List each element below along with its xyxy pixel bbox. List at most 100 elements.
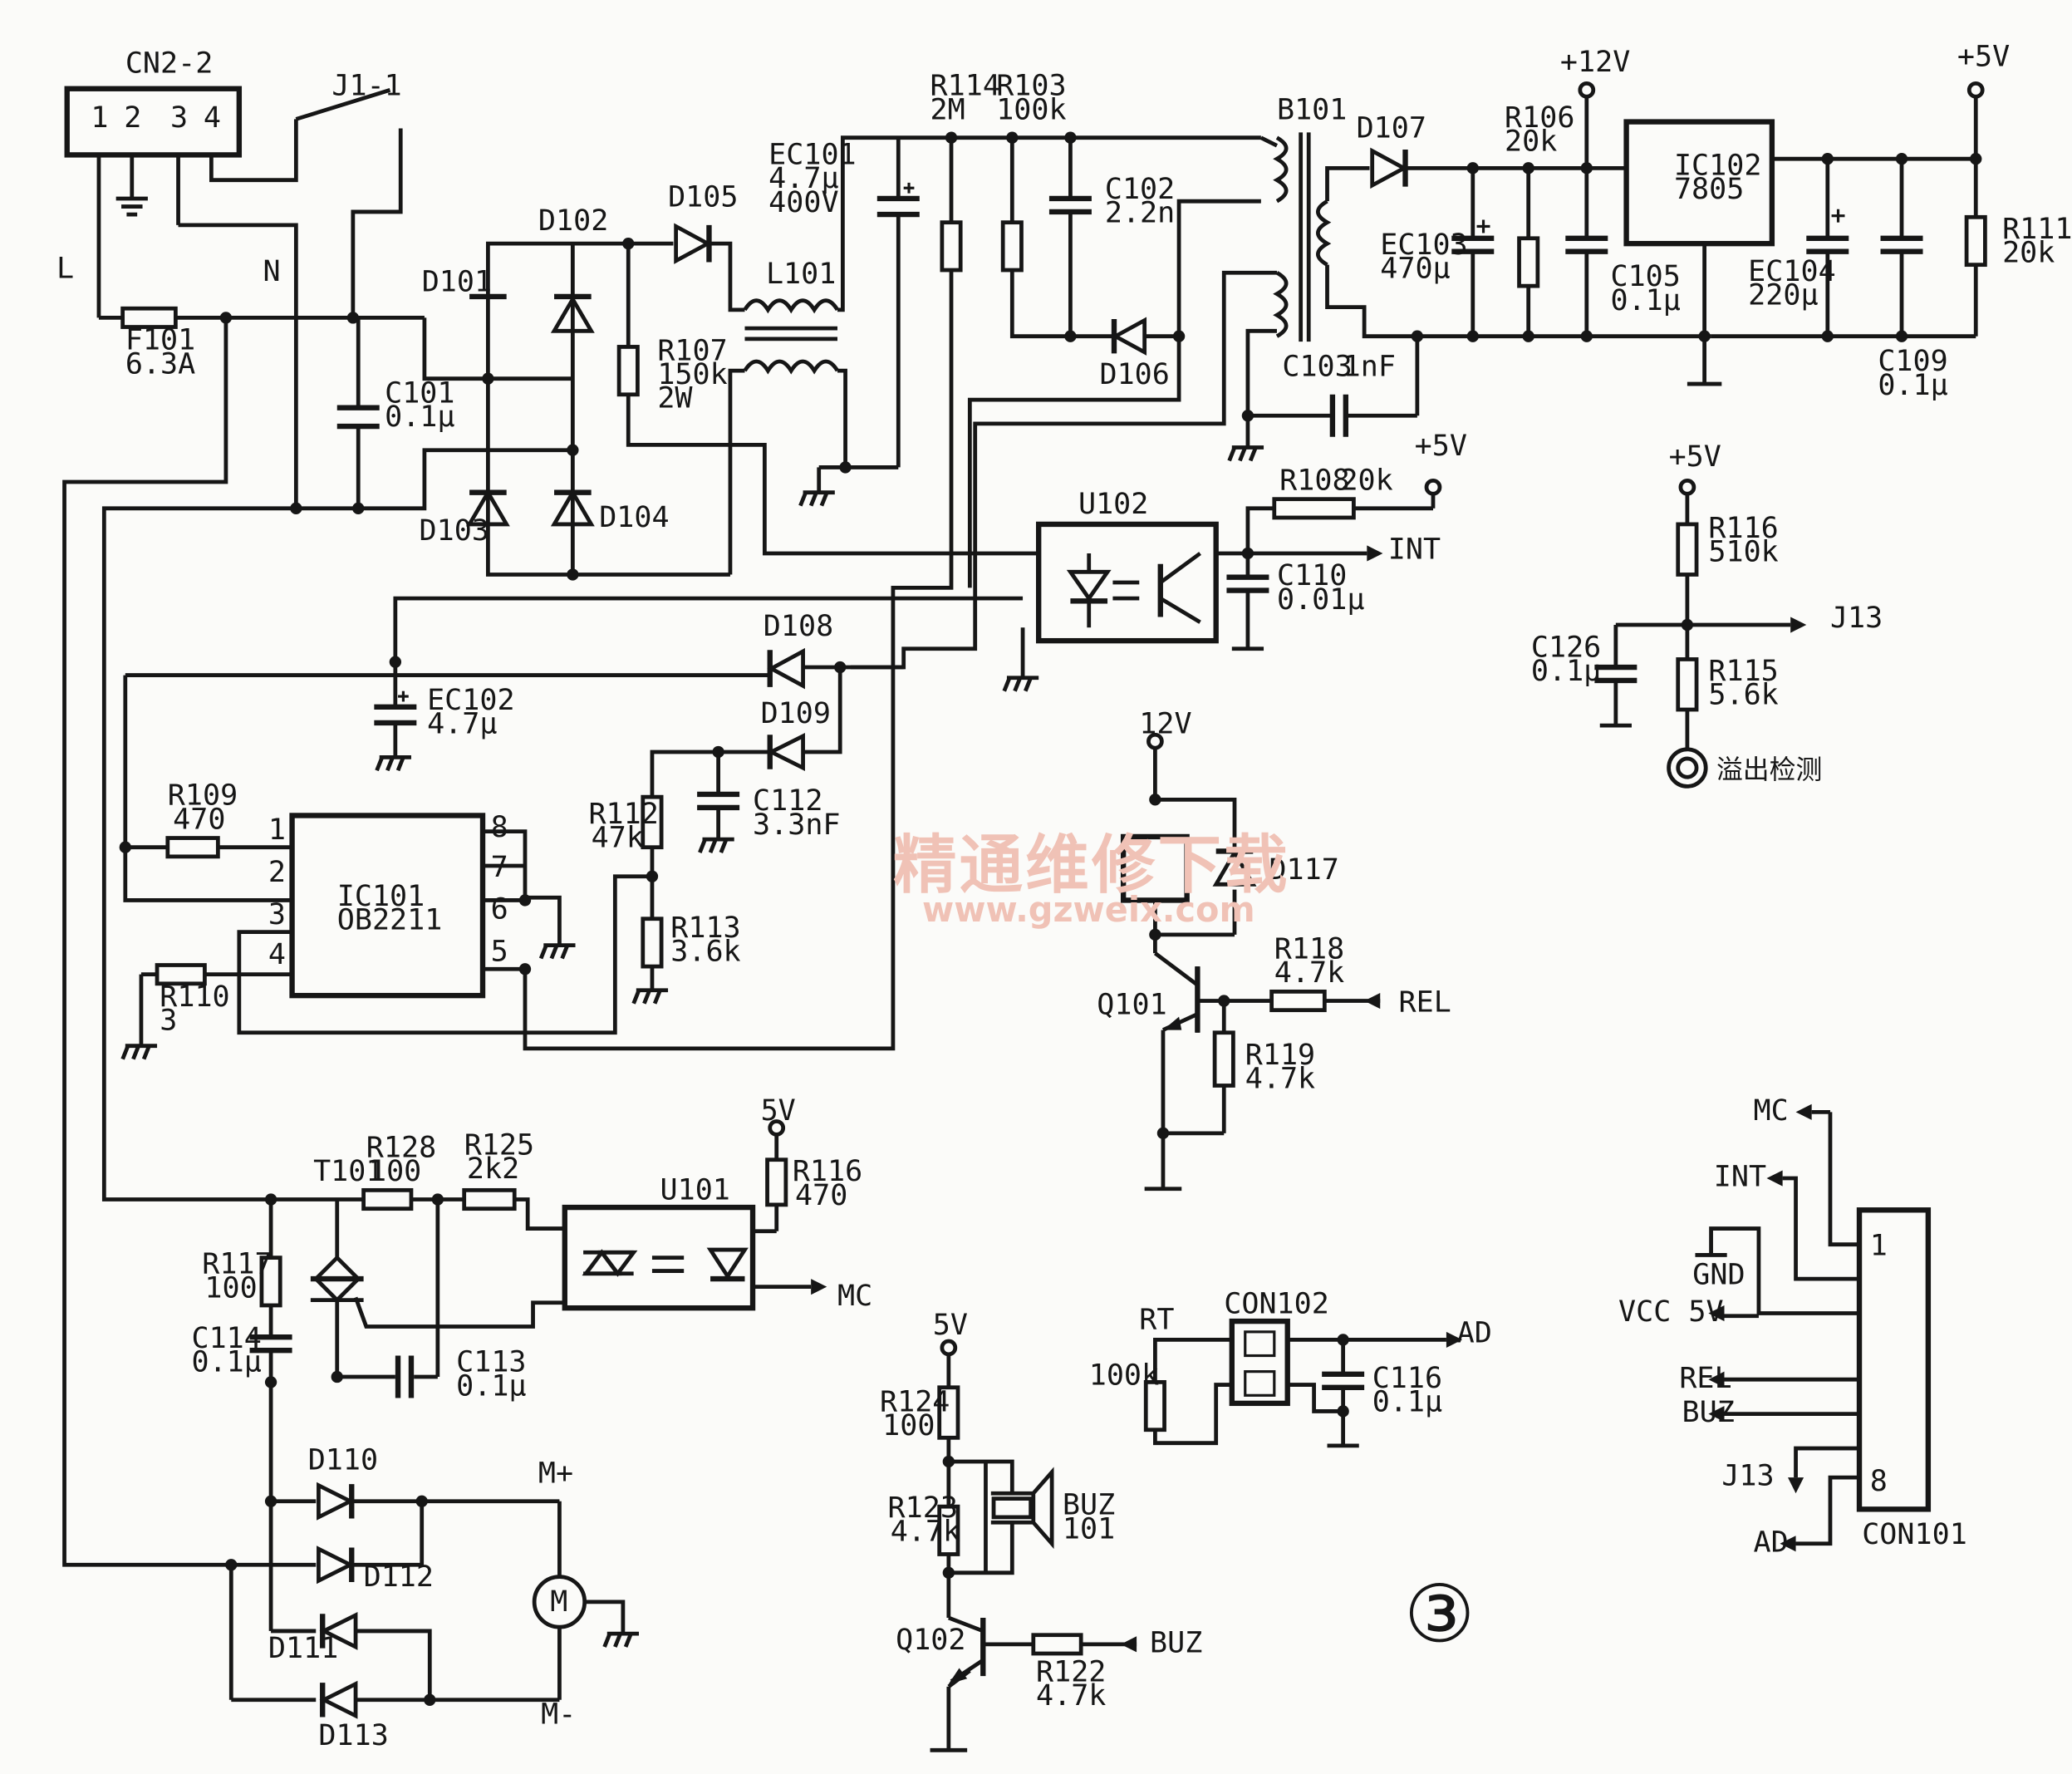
r111-label: R111 bbox=[2002, 212, 2072, 246]
m-minus-label: M- bbox=[541, 1697, 576, 1731]
overflow-sensor-terminal bbox=[1667, 747, 1708, 789]
r118-label: R118 bbox=[1274, 932, 1344, 966]
r115-label: R115 bbox=[1708, 654, 1778, 688]
r122-label: R122 bbox=[1036, 1654, 1106, 1688]
r116-bottom-resistor bbox=[765, 1157, 788, 1207]
c102-label: C102 bbox=[1105, 172, 1175, 206]
q102-label: Q102 bbox=[896, 1623, 965, 1657]
c112-capacitor bbox=[697, 791, 740, 811]
d109-diode bbox=[766, 732, 805, 771]
m-plus-label: M+ bbox=[538, 1456, 573, 1490]
r107-value: 150k bbox=[657, 357, 727, 391]
u102-optocoupler bbox=[1036, 521, 1219, 644]
buz-input-label: BUZ bbox=[1150, 1625, 1202, 1659]
rel-input-label: REL bbox=[1399, 985, 1451, 1019]
con102-label: CON102 bbox=[1224, 1287, 1329, 1321]
c103-value: 1nF bbox=[1343, 349, 1396, 383]
ground-symbols bbox=[115, 196, 1727, 1752]
c114-value: 0.1μ bbox=[191, 1345, 261, 1379]
buz101-buzzer bbox=[990, 1467, 1054, 1550]
c109-capacitor bbox=[1880, 235, 1923, 254]
r115-value: 5.6k bbox=[1708, 678, 1778, 712]
r118-resistor bbox=[1269, 989, 1327, 1013]
c114-capacitor bbox=[249, 1334, 292, 1354]
c126-capacitor bbox=[1594, 664, 1637, 684]
r106-label: R106 bbox=[1505, 101, 1574, 135]
plus5v-r108-label: +5V bbox=[1415, 429, 1467, 463]
cn2-2-connector bbox=[64, 86, 243, 158]
ic101-pin1: 1 bbox=[268, 813, 286, 847]
d105-label: D105 bbox=[668, 180, 738, 214]
c105-label: C105 bbox=[1610, 259, 1680, 293]
d110-diode bbox=[317, 1482, 356, 1521]
con101-buz-label: BUZ bbox=[1682, 1395, 1735, 1429]
r118-value: 4.7k bbox=[1274, 956, 1344, 990]
r128-label: R128 bbox=[366, 1131, 436, 1165]
l101-choke bbox=[743, 298, 840, 375]
ec103-label: EC103 bbox=[1380, 228, 1468, 262]
con101-mc-label: MC bbox=[1754, 1093, 1789, 1128]
motor-label: M bbox=[550, 1585, 567, 1619]
con101-vcc-label: VCC 5V bbox=[1618, 1295, 1724, 1329]
c103-label: C103 bbox=[1282, 349, 1352, 383]
plus12v-label: +12V bbox=[1560, 45, 1630, 79]
d111-label: D111 bbox=[268, 1631, 338, 1665]
f101-label: F101 bbox=[125, 323, 195, 357]
r119-label: R119 bbox=[1245, 1038, 1315, 1072]
rt-value: 100k bbox=[1089, 1359, 1159, 1393]
t101-label: T101 bbox=[313, 1154, 383, 1188]
d110-label: D110 bbox=[308, 1443, 378, 1477]
plus5v-r116-label: +5V bbox=[1669, 440, 1721, 474]
ic101-pin6: 6 bbox=[491, 892, 508, 926]
rt-thermistor bbox=[1143, 1379, 1166, 1432]
ec103-value: 470μ bbox=[1380, 252, 1450, 286]
motor-symbol bbox=[532, 1575, 587, 1629]
u101-label: U101 bbox=[660, 1173, 730, 1207]
con101-int-label: INT bbox=[1714, 1160, 1766, 1194]
c113-label: C113 bbox=[456, 1345, 526, 1379]
d103-diode bbox=[465, 488, 510, 527]
c101-value: 0.1μ bbox=[385, 400, 454, 434]
c110-capacitor bbox=[1226, 574, 1269, 593]
ec103-capacitor bbox=[1451, 219, 1495, 254]
cn2-pin-2: 2 bbox=[124, 101, 141, 135]
c105-capacitor bbox=[1565, 235, 1608, 254]
r113-label: R113 bbox=[670, 911, 740, 945]
line-n-label: N bbox=[263, 254, 281, 288]
j13-output-label: J13 bbox=[1830, 601, 1883, 635]
r113-resistor bbox=[641, 916, 664, 969]
ad-output-label: AD bbox=[1457, 1316, 1492, 1350]
r119-value: 4.7k bbox=[1245, 1062, 1315, 1096]
ic101-pin8: 8 bbox=[491, 810, 508, 844]
q101-transistor bbox=[1153, 951, 1200, 1033]
cn2-pin-3: 3 bbox=[170, 101, 188, 135]
d105-diode bbox=[674, 223, 712, 264]
ec101-voltage: 400V bbox=[768, 185, 838, 219]
d104-diode bbox=[550, 488, 595, 527]
r113-value: 3.6k bbox=[670, 935, 740, 969]
f101-fuse bbox=[120, 306, 178, 329]
cn2-2-label: CN2-2 bbox=[125, 47, 214, 81]
ic101-pin5: 5 bbox=[491, 935, 508, 969]
con101-j13-label: J13 bbox=[1721, 1459, 1774, 1493]
b101-label: B101 bbox=[1277, 92, 1347, 126]
ic102-value: 7805 bbox=[1674, 172, 1744, 206]
d113-diode bbox=[319, 1680, 358, 1719]
v12-relay-label: 12V bbox=[1139, 707, 1191, 741]
r122-value: 4.7k bbox=[1036, 1678, 1106, 1713]
r117-label: R117 bbox=[202, 1247, 272, 1281]
v5-buzzer-label: 5V bbox=[933, 1308, 968, 1342]
con101-gnd-label: GND bbox=[1692, 1257, 1745, 1291]
labels: CN2-2 1 2 3 4 J1-1 L N F101 6.3A C101 0.… bbox=[56, 40, 2072, 1752]
c116-label: C116 bbox=[1372, 1361, 1442, 1395]
d117-diode bbox=[1212, 848, 1257, 887]
v5-u101-label: 5V bbox=[761, 1093, 796, 1128]
r106-value: 20k bbox=[1505, 125, 1557, 159]
ec104-label: EC104 bbox=[1748, 254, 1836, 288]
c116-value: 0.1μ bbox=[1372, 1384, 1442, 1418]
ic102-regulator bbox=[1623, 119, 1775, 247]
r103-resistor bbox=[1000, 220, 1024, 273]
r125-label: R125 bbox=[464, 1128, 534, 1162]
r103-value: 100k bbox=[996, 92, 1066, 126]
